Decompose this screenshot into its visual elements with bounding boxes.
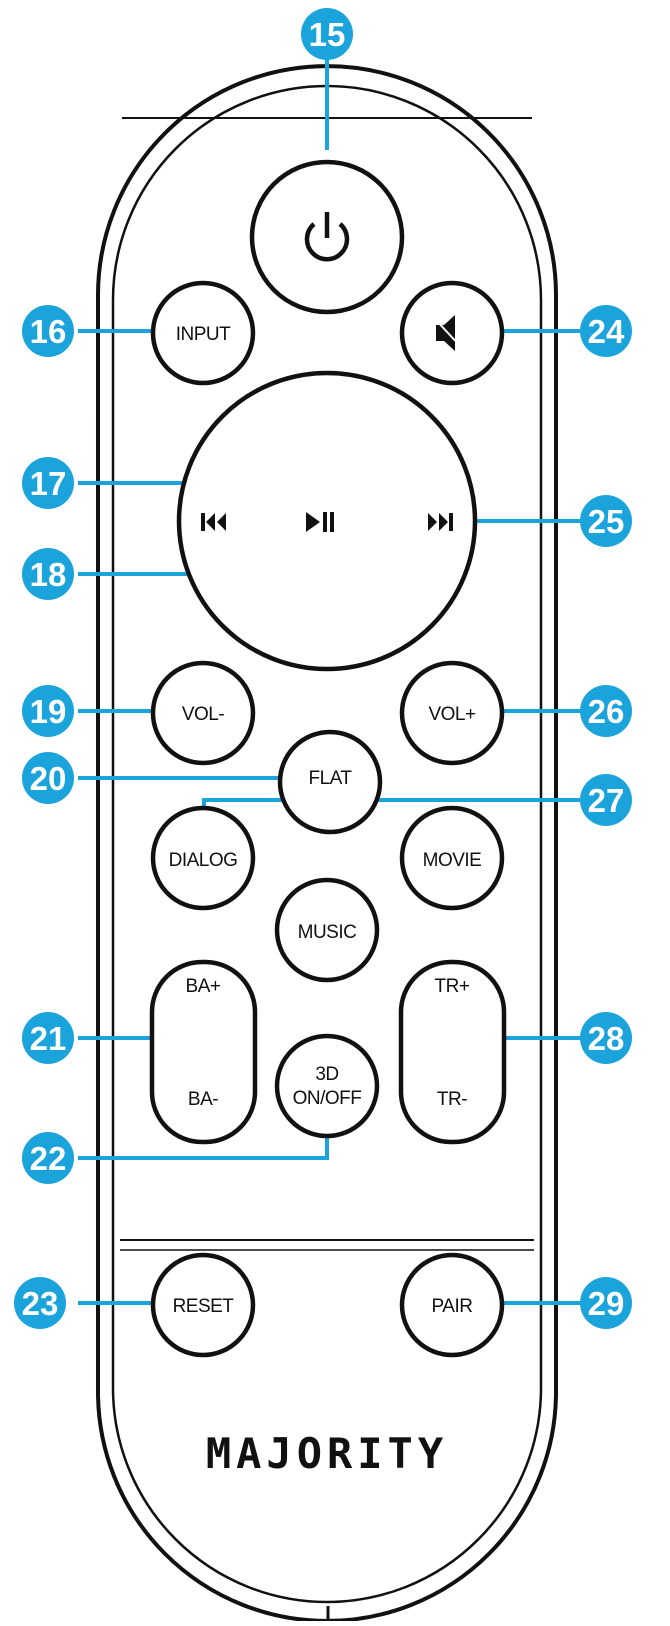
vol-minus-button[interactable]: VOL- (150, 660, 256, 766)
pair-button[interactable]: PAIR (399, 1252, 505, 1358)
play-pause-button[interactable] (306, 512, 334, 532)
flat-button[interactable]: FLAT (277, 729, 383, 835)
input-label: INPUT (176, 324, 231, 345)
callout-15: 15 (301, 8, 353, 60)
mute-button[interactable] (399, 280, 505, 386)
svg-text:29: 29 (588, 1285, 625, 1322)
svg-text:25: 25 (588, 503, 625, 540)
callout-18: 18 (22, 548, 74, 600)
svg-text:20: 20 (30, 760, 67, 797)
mute-icon (433, 315, 463, 351)
next-track-button[interactable] (428, 513, 453, 531)
bass-up-label[interactable]: BA+ (186, 976, 222, 997)
svg-text:16: 16 (30, 313, 67, 350)
callout-20: 20 (22, 752, 74, 804)
power-button[interactable] (249, 159, 405, 315)
reset-label: RESET (173, 1296, 235, 1317)
svg-text:19: 19 (30, 693, 67, 730)
dialog-label: DIALOG (169, 850, 238, 871)
flat-label: FLAT (308, 768, 352, 789)
svg-text:26: 26 (588, 693, 625, 730)
bass-rocker[interactable]: BA+ BA- (149, 959, 258, 1145)
svg-text:21: 21 (30, 1020, 67, 1057)
power-icon (304, 212, 350, 262)
svg-text:15: 15 (309, 16, 346, 53)
callout-24: 24 (580, 305, 632, 357)
previous-track-button[interactable] (201, 513, 226, 531)
callout-26: 26 (580, 685, 632, 737)
svg-text:18: 18 (30, 556, 67, 593)
bass-down-label[interactable]: BA- (188, 1089, 219, 1110)
previous-track-icon (201, 513, 226, 531)
treble-down-label[interactable]: TR- (437, 1089, 468, 1110)
input-button[interactable]: INPUT (150, 280, 256, 386)
3d-label: 3D (315, 1064, 338, 1085)
callout-19: 19 (22, 685, 74, 737)
next-track-icon (428, 513, 453, 531)
vol-minus-label: VOL- (182, 704, 225, 725)
treble-rocker[interactable]: TR+ TR- (398, 959, 507, 1145)
leader-22 (78, 1135, 329, 1160)
svg-text:24: 24 (588, 313, 625, 350)
svg-text:23: 23 (22, 1285, 59, 1322)
treble-up-label[interactable]: TR+ (435, 976, 471, 997)
callout-17: 17 (22, 457, 74, 509)
movie-button[interactable]: MOVIE (399, 805, 505, 911)
callout-22: 22 (22, 1132, 74, 1184)
callout-16: 16 (22, 305, 74, 357)
3d-toggle-button[interactable]: 3D ON/OFF (274, 1033, 380, 1139)
music-button[interactable]: MUSIC (274, 877, 380, 983)
brand-logo: MAJORITY (206, 1429, 448, 1478)
callout-28: 28 (580, 1012, 632, 1064)
dialog-button[interactable]: DIALOG (150, 805, 256, 911)
on-off-label: ON/OFF (293, 1088, 362, 1109)
callout-27: 27 (580, 774, 632, 826)
music-label: MUSIC (298, 922, 357, 943)
callout-29: 29 (580, 1277, 632, 1329)
svg-text:28: 28 (588, 1020, 625, 1057)
svg-text:22: 22 (30, 1140, 67, 1177)
vol-plus-button[interactable]: VOL+ (399, 660, 505, 766)
reset-button[interactable]: RESET (150, 1252, 256, 1358)
callout-25: 25 (580, 495, 632, 547)
svg-text:17: 17 (30, 465, 67, 502)
vol-plus-label: VOL+ (428, 704, 476, 725)
play-pause-icon (306, 512, 334, 532)
callout-21: 21 (22, 1012, 74, 1064)
svg-text:27: 27 (588, 782, 625, 819)
callout-23: 23 (14, 1277, 66, 1329)
movie-label: MOVIE (423, 850, 482, 871)
pair-label: PAIR (432, 1296, 473, 1317)
